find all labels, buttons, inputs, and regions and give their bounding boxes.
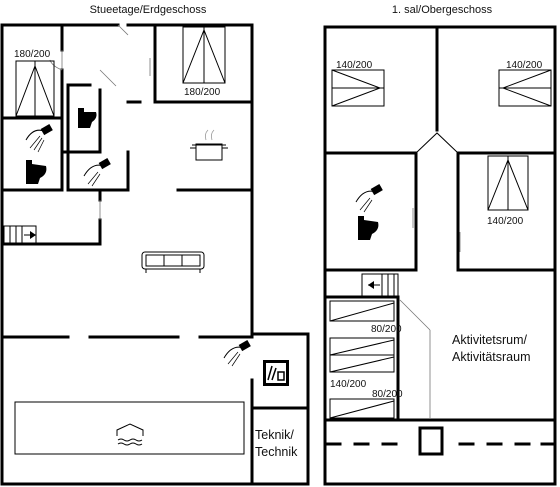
shower-icon	[355, 184, 383, 213]
wc-door[interactable]	[99, 69, 117, 87]
upper-activity-door[interactable]	[399, 299, 431, 331]
activity-room-label-1: Aktivitetsrum/	[452, 333, 528, 347]
shower-icon	[83, 158, 111, 187]
ground-floor: 180/200 180/200	[0, 23, 310, 486]
bedroom-left-door[interactable]	[49, 50, 63, 71]
bed-icon	[331, 69, 385, 107]
wc-wall	[66, 83, 102, 154]
stair-wall	[0, 218, 102, 246]
activity-room-label-2: Aktivitätsraum	[452, 350, 531, 364]
stairs-icon	[368, 274, 395, 296]
bed-left-label: 180/200	[14, 49, 51, 60]
upper-outer-wall	[323, 25, 557, 486]
bedroom-top-wall	[153, 23, 254, 104]
technik-label-1: Teknik/	[255, 428, 294, 442]
upper-floor-title: 1. sal/Obergeschoss	[392, 4, 493, 16]
shower-icon	[25, 124, 53, 153]
bunk-top-label: 80/200	[371, 324, 402, 335]
pool-icon	[14, 401, 245, 455]
shower-icon	[223, 340, 251, 367]
bath-left-wall	[0, 150, 64, 192]
bed-icon	[329, 337, 395, 373]
sauna-icon	[263, 360, 289, 386]
toilet-icon	[358, 216, 379, 240]
toilet-icon	[78, 108, 97, 128]
toilet-icon	[26, 160, 47, 184]
bed-icon	[487, 155, 529, 211]
bunk-bottom-label: 80/200	[372, 389, 403, 400]
bed-a-label: 140/200	[336, 60, 373, 71]
bed-icon	[329, 398, 395, 419]
bed-icon	[182, 26, 226, 84]
bed-icon	[329, 300, 395, 322]
bed-icon	[498, 69, 552, 107]
bed-c-label: 140/200	[487, 216, 524, 227]
ground-floor-title: Stueetage/Erdgeschoss	[90, 4, 207, 16]
bunk-left-label: 140/200	[330, 379, 367, 390]
upper-chimney	[418, 426, 444, 456]
shower-room-wall	[66, 150, 130, 192]
bed-top-label: 180/200	[184, 87, 221, 98]
upper-floor: 140/200 140/200 140/200	[323, 25, 557, 486]
entrance-door[interactable]	[117, 24, 129, 36]
technik-label-2: Technik	[255, 445, 298, 459]
bed-icon	[15, 60, 55, 117]
ground-outer-wall-left	[0, 23, 253, 486]
cooking-pot-icon	[190, 129, 228, 161]
upper-hall-chevron	[415, 132, 459, 154]
bed-b-label: 140/200	[506, 60, 543, 71]
sofa-icon	[141, 251, 205, 273]
stairs-icon	[3, 225, 37, 245]
